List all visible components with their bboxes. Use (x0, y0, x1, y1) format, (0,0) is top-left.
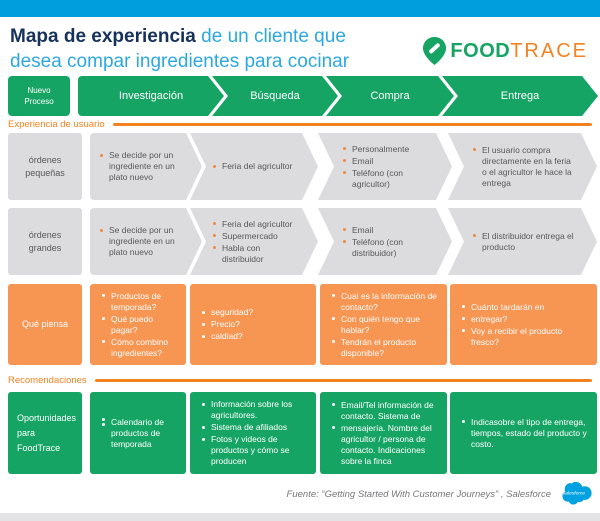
recommendations-section-divider (94, 378, 592, 382)
cell-grandes-compra: Email Teléfono (con distribuidor) (318, 208, 452, 275)
badge-line2: Proceso (24, 97, 54, 106)
cell-pequenas-investigacion: Se decide por un ingrediente en un plato… (90, 133, 202, 200)
logo-trace-text: TRACE (510, 39, 588, 62)
title-second-line: desea compar ingredientes para cocinar (10, 51, 350, 72)
cell-piensa-busqueda: seguridad? Precio? caldiad? (190, 284, 316, 365)
source-footer: Fuente: “Getting Started With Customer J… (287, 480, 592, 508)
process-stages-row: Nuevo Proceso Investigación Búsqueda Com… (0, 76, 600, 116)
experience-section-label: Experiencia de usuario (8, 118, 105, 130)
row-ordenes-pequenas: órdenes pequeñas Se decide por un ingred… (0, 133, 600, 200)
cell-pequenas-entrega: El usuario compra directamente en la fer… (448, 133, 597, 200)
foodtrace-logo: FOODTRACE (422, 36, 588, 66)
cell-piensa-compra: Cual es la información de contacto? Con … (320, 284, 447, 365)
logo-food-text: FOOD (450, 39, 511, 62)
cell-oportunidades-investigacion: Calendario de productos de temporada (90, 392, 186, 474)
cell-piensa-investigacion: Productos de temporada? Qué puedo pagar?… (90, 284, 186, 365)
stage-arrow-busqueda: Búsqueda (212, 76, 338, 116)
experience-section-divider (112, 122, 592, 126)
cell-grandes-entrega: El distribuidor entrega el producto (448, 208, 597, 275)
title-tail-part: de un cliente que (201, 26, 346, 47)
cell-pequenas-compra: Personalmente Email Teléfono (con agricu… (318, 133, 452, 200)
bottom-accent-bar (0, 513, 600, 521)
salesforce-logo-text: salesforce (563, 490, 586, 496)
page-title: Mapa de experiencia de un cliente que de… (10, 24, 349, 74)
row-oportunidades-foodtrace: Oportunidades para FoodTrace Calendario … (0, 392, 600, 474)
top-accent-bar (0, 0, 600, 17)
row-label-ordenes-grandes: órdenes grandes (8, 208, 82, 275)
experience-section-header: Experiencia de usuario (8, 118, 592, 130)
badge-line1: Nuevo (27, 86, 51, 95)
logo-wordmark: FOODTRACE (450, 40, 588, 63)
source-text: Fuente: “Getting Started With Customer J… (286, 488, 551, 500)
row-que-piensa: Qué piensa Productos de temporada? Qué p… (0, 284, 600, 365)
stage-arrow-investigacion: Investigación (78, 76, 224, 116)
cell-grandes-busqueda: Feria del agricultor Supermercado Habla … (190, 208, 318, 275)
row-ordenes-grandes: órdenes grandes Se decide por un ingredi… (0, 208, 600, 275)
cell-oportunidades-compra: Email/Tel información de contacto. Siste… (320, 392, 447, 474)
row-label-que-piensa: Qué piensa (8, 284, 82, 365)
stage-arrow-compra: Compra (326, 76, 454, 116)
cell-oportunidades-busqueda: Información sobre los agricultores. Sist… (190, 392, 316, 474)
title-bold-part: Mapa de experiencia (10, 26, 196, 47)
salesforce-cloud-icon: salesforce (562, 481, 592, 505)
recommendations-section-header: Recomendaciones (8, 374, 592, 386)
stage-arrow-entrega: Entrega (442, 76, 598, 116)
cell-grandes-investigacion: Se decide por un ingrediente en un plato… (90, 208, 202, 275)
row-label-oportunidades: Oportunidades para FoodTrace (8, 392, 82, 474)
cell-piensa-entrega: Cuánto tardarán en entregar? Voy a recib… (450, 284, 597, 365)
recommendations-section-label: Recomendaciones (8, 374, 87, 386)
new-process-badge: Nuevo Proceso (8, 76, 70, 116)
cell-pequenas-busqueda: Feria del agricultor (190, 133, 318, 200)
cell-oportunidades-entrega: Indicasobre el tipo de entrega, tiempos,… (450, 392, 597, 474)
row-label-ordenes-pequenas: órdenes pequeñas (8, 133, 82, 200)
foodtrace-pin-icon (423, 37, 447, 65)
